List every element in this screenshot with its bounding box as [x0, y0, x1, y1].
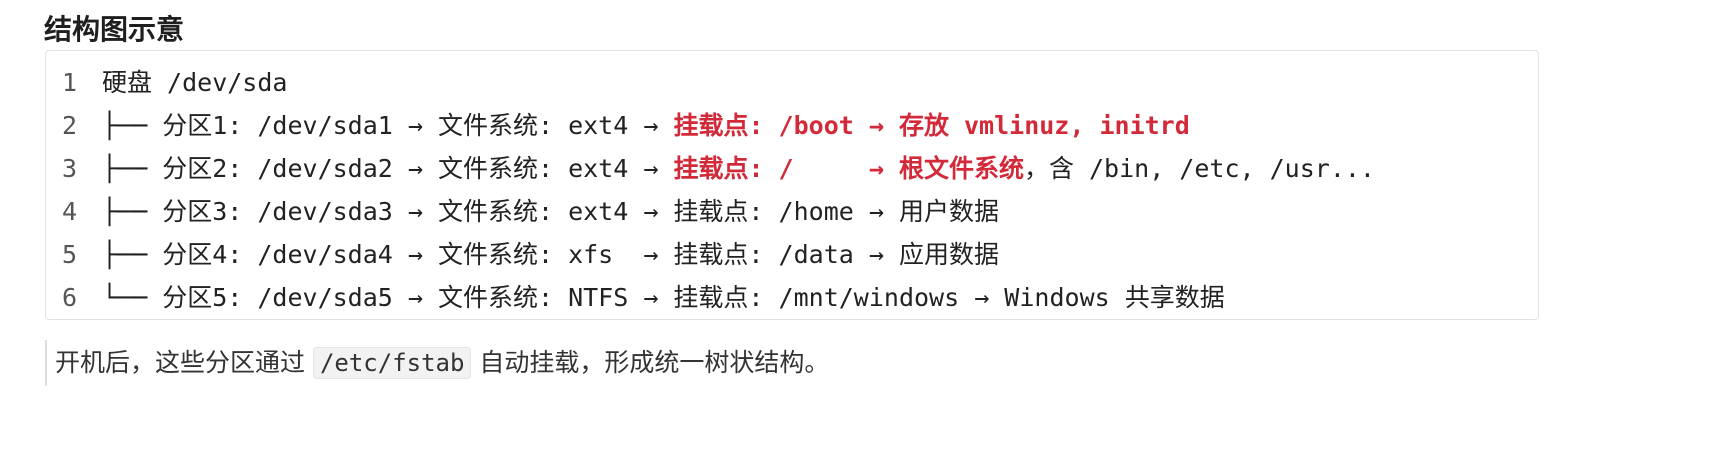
code-text: ├── 分区3: /dev/sda3 → 文件系统: ext4 → 挂载点: /… — [102, 197, 999, 226]
code-block: 1 硬盘 /dev/sda 2 ├── 分区1: /dev/sda1 → 文件系统: … — [45, 50, 1539, 320]
code-line: 3 ├── 分区2: /dev/sda2 → 文件系统: ext4 → 挂载点: … — [46, 147, 1538, 190]
line-number: 4 — [62, 197, 78, 226]
line-number: 5 — [62, 240, 78, 269]
code-line: 4 ├── 分区3: /dev/sda3 → 文件系统: ext4 → 挂载点: … — [46, 190, 1538, 233]
code-line: 6 └── 分区5: /dev/sda5 → 文件系统: NTFS → 挂载点: … — [46, 276, 1538, 319]
line-number: 2 — [62, 111, 78, 140]
code-text: ├── 分区4: /dev/sda4 → 文件系统: xfs → 挂载点: /d… — [102, 240, 999, 269]
section-heading: 结构图示意 — [44, 13, 185, 46]
note-blockquote: 开机后，这些分区通过 /etc/fstab 自动挂载，形成统一树状结构。 — [45, 340, 829, 386]
inline-code-fstab: /etc/fstab — [312, 347, 472, 379]
code-line: 2 ├── 分区1: /dev/sda1 → 文件系统: ext4 → 挂载点: … — [46, 104, 1538, 147]
note-text-before: 开机后，这些分区通过 — [55, 348, 313, 377]
line-number: 6 — [62, 283, 78, 312]
line-number: 1 — [62, 68, 78, 97]
code-text: 硬盘 /dev/sda — [102, 68, 288, 97]
highlighted-code-text: 挂载点: /boot → 存放 vmlinuz, initrd — [673, 111, 1190, 140]
code-text: ├── 分区1: /dev/sda1 → 文件系统: ext4 → — [102, 111, 674, 140]
code-line: 5 ├── 分区4: /dev/sda4 → 文件系统: xfs → 挂载点: /… — [46, 233, 1538, 276]
code-text: ├── 分区2: /dev/sda2 → 文件系统: ext4 → — [102, 154, 674, 183]
code-text: └── 分区5: /dev/sda5 → 文件系统: NTFS → 挂载点: /… — [102, 283, 1225, 312]
highlighted-code-text: 挂载点: / → 根文件系统 — [673, 154, 1024, 183]
note-text-after: 自动挂载，形成统一树状结构。 — [471, 348, 830, 377]
code-text: ，含 /bin, /etc, /usr... — [1023, 154, 1375, 183]
line-number: 3 — [62, 154, 78, 183]
code-line: 1 硬盘 /dev/sda — [46, 61, 1538, 104]
